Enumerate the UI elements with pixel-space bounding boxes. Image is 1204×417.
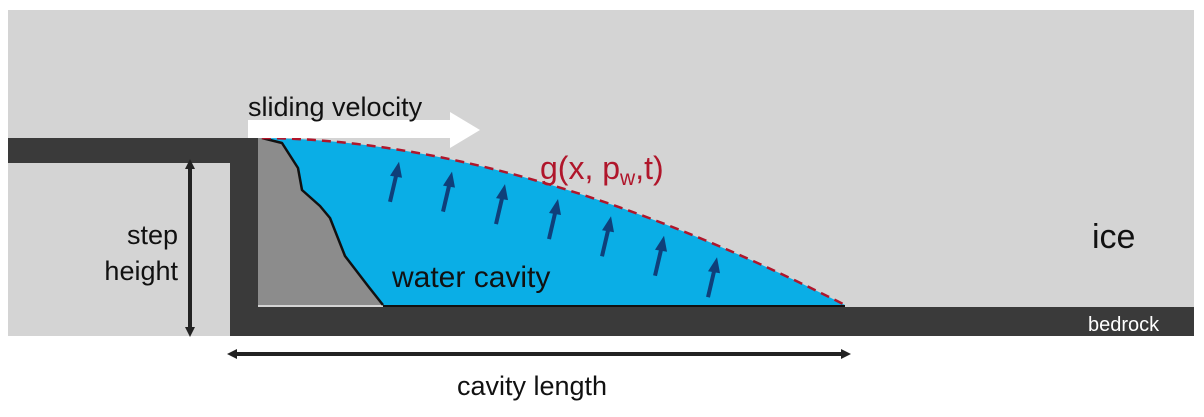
pressure-arrows [388, 161, 720, 298]
ice-label: ice [1092, 218, 1135, 256]
bedrock [8, 138, 1194, 336]
pressure-arrow-head [708, 257, 720, 274]
bedrock-label: bedrock [1088, 314, 1160, 336]
pressure-arrow-head [390, 161, 402, 178]
sliding-velocity-arrow [248, 112, 480, 148]
profile-function-label: g(x, pw,t) [540, 150, 664, 190]
step-height-label-line2: height [104, 256, 178, 286]
pressure-arrow-shaft [441, 181, 452, 213]
pressure-arrow-shaft [706, 266, 717, 298]
water-cavity-label: water cavity [391, 261, 550, 294]
pressure-arrow-shaft [653, 245, 664, 277]
sediment-wedge [258, 138, 383, 305]
step-height-label-line1: step [127, 220, 178, 250]
pressure-arrow-shaft [600, 225, 611, 257]
cavity-wall-outline [261, 136, 384, 306]
pressure-arrow-head [496, 184, 508, 201]
pressure-arrow-shaft [494, 193, 505, 225]
pressure-arrow-head [655, 235, 667, 252]
pressure-arrow-head [443, 171, 455, 188]
pressure-arrow-shaft [388, 171, 399, 203]
pressure-arrow-head [602, 216, 614, 233]
pressure-arrow-shaft [547, 208, 558, 240]
cavity-profile-curve [261, 136, 846, 307]
sliding-velocity-label: sliding velocity [248, 92, 423, 122]
cavity-length-label: cavity length [457, 371, 607, 401]
pressure-arrow-head [549, 199, 561, 216]
